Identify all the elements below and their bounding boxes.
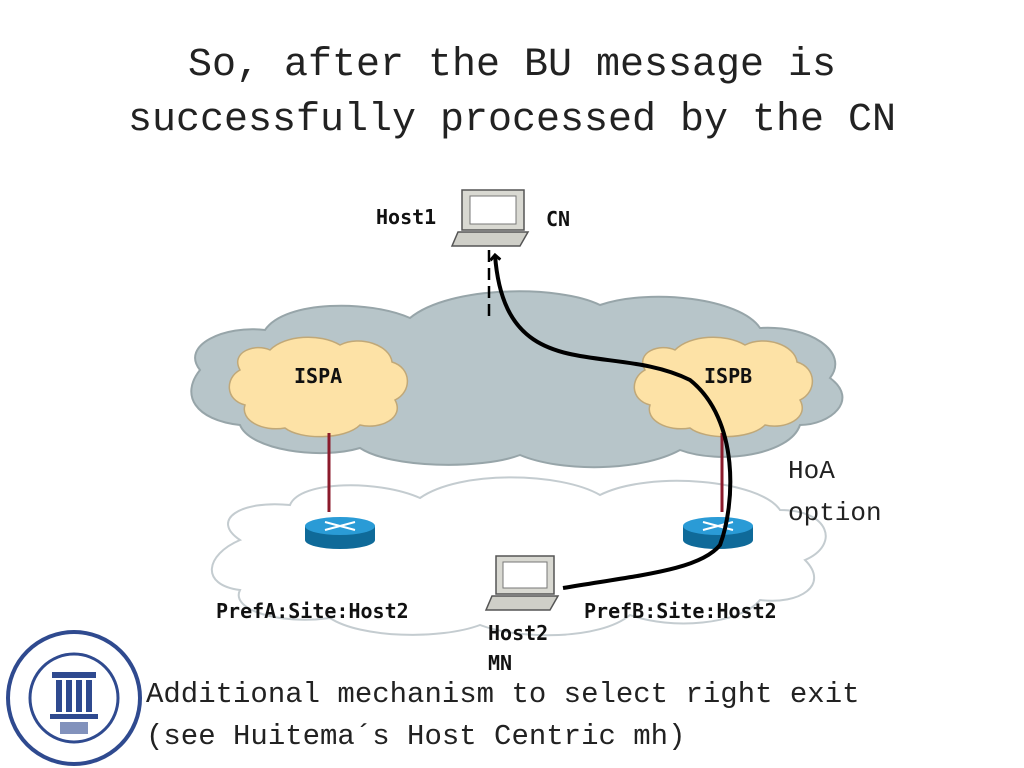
footer-line-2: (see Huitema´s Host Centric mh)	[146, 720, 686, 753]
slide-title: So, after the BU message is successfully…	[0, 38, 1024, 148]
prefa-label: PrefA:Site:Host2	[216, 599, 409, 623]
router-b-icon	[683, 517, 753, 549]
ispa-cloud	[228, 336, 409, 438]
footer-line-1: Additional mechanism to select right exi…	[146, 678, 860, 711]
university-seal-logo	[6, 630, 142, 766]
mn-label: MN	[488, 651, 512, 675]
option-label: option	[788, 498, 882, 528]
hoa-path-arrow	[495, 255, 733, 590]
ispb-label: ISPB	[704, 364, 752, 388]
cn-label: CN	[546, 207, 570, 231]
host1-label: Host1	[376, 205, 436, 229]
host2-label: Host2	[488, 621, 548, 645]
hoa-label: HoA	[788, 456, 835, 486]
ispb-cloud	[633, 336, 814, 438]
footer-note: Additional mechanism to select right exi…	[146, 674, 860, 758]
host2-computer-icon	[484, 555, 560, 611]
title-line-2: successfully processed by the CN	[127, 98, 897, 143]
host1-computer-icon	[450, 189, 530, 247]
ispa-label: ISPA	[294, 364, 342, 388]
prefb-label: PrefB:Site:Host2	[584, 599, 777, 623]
router-a-icon	[305, 517, 375, 549]
title-line-1: So, after the BU message is	[187, 43, 837, 88]
